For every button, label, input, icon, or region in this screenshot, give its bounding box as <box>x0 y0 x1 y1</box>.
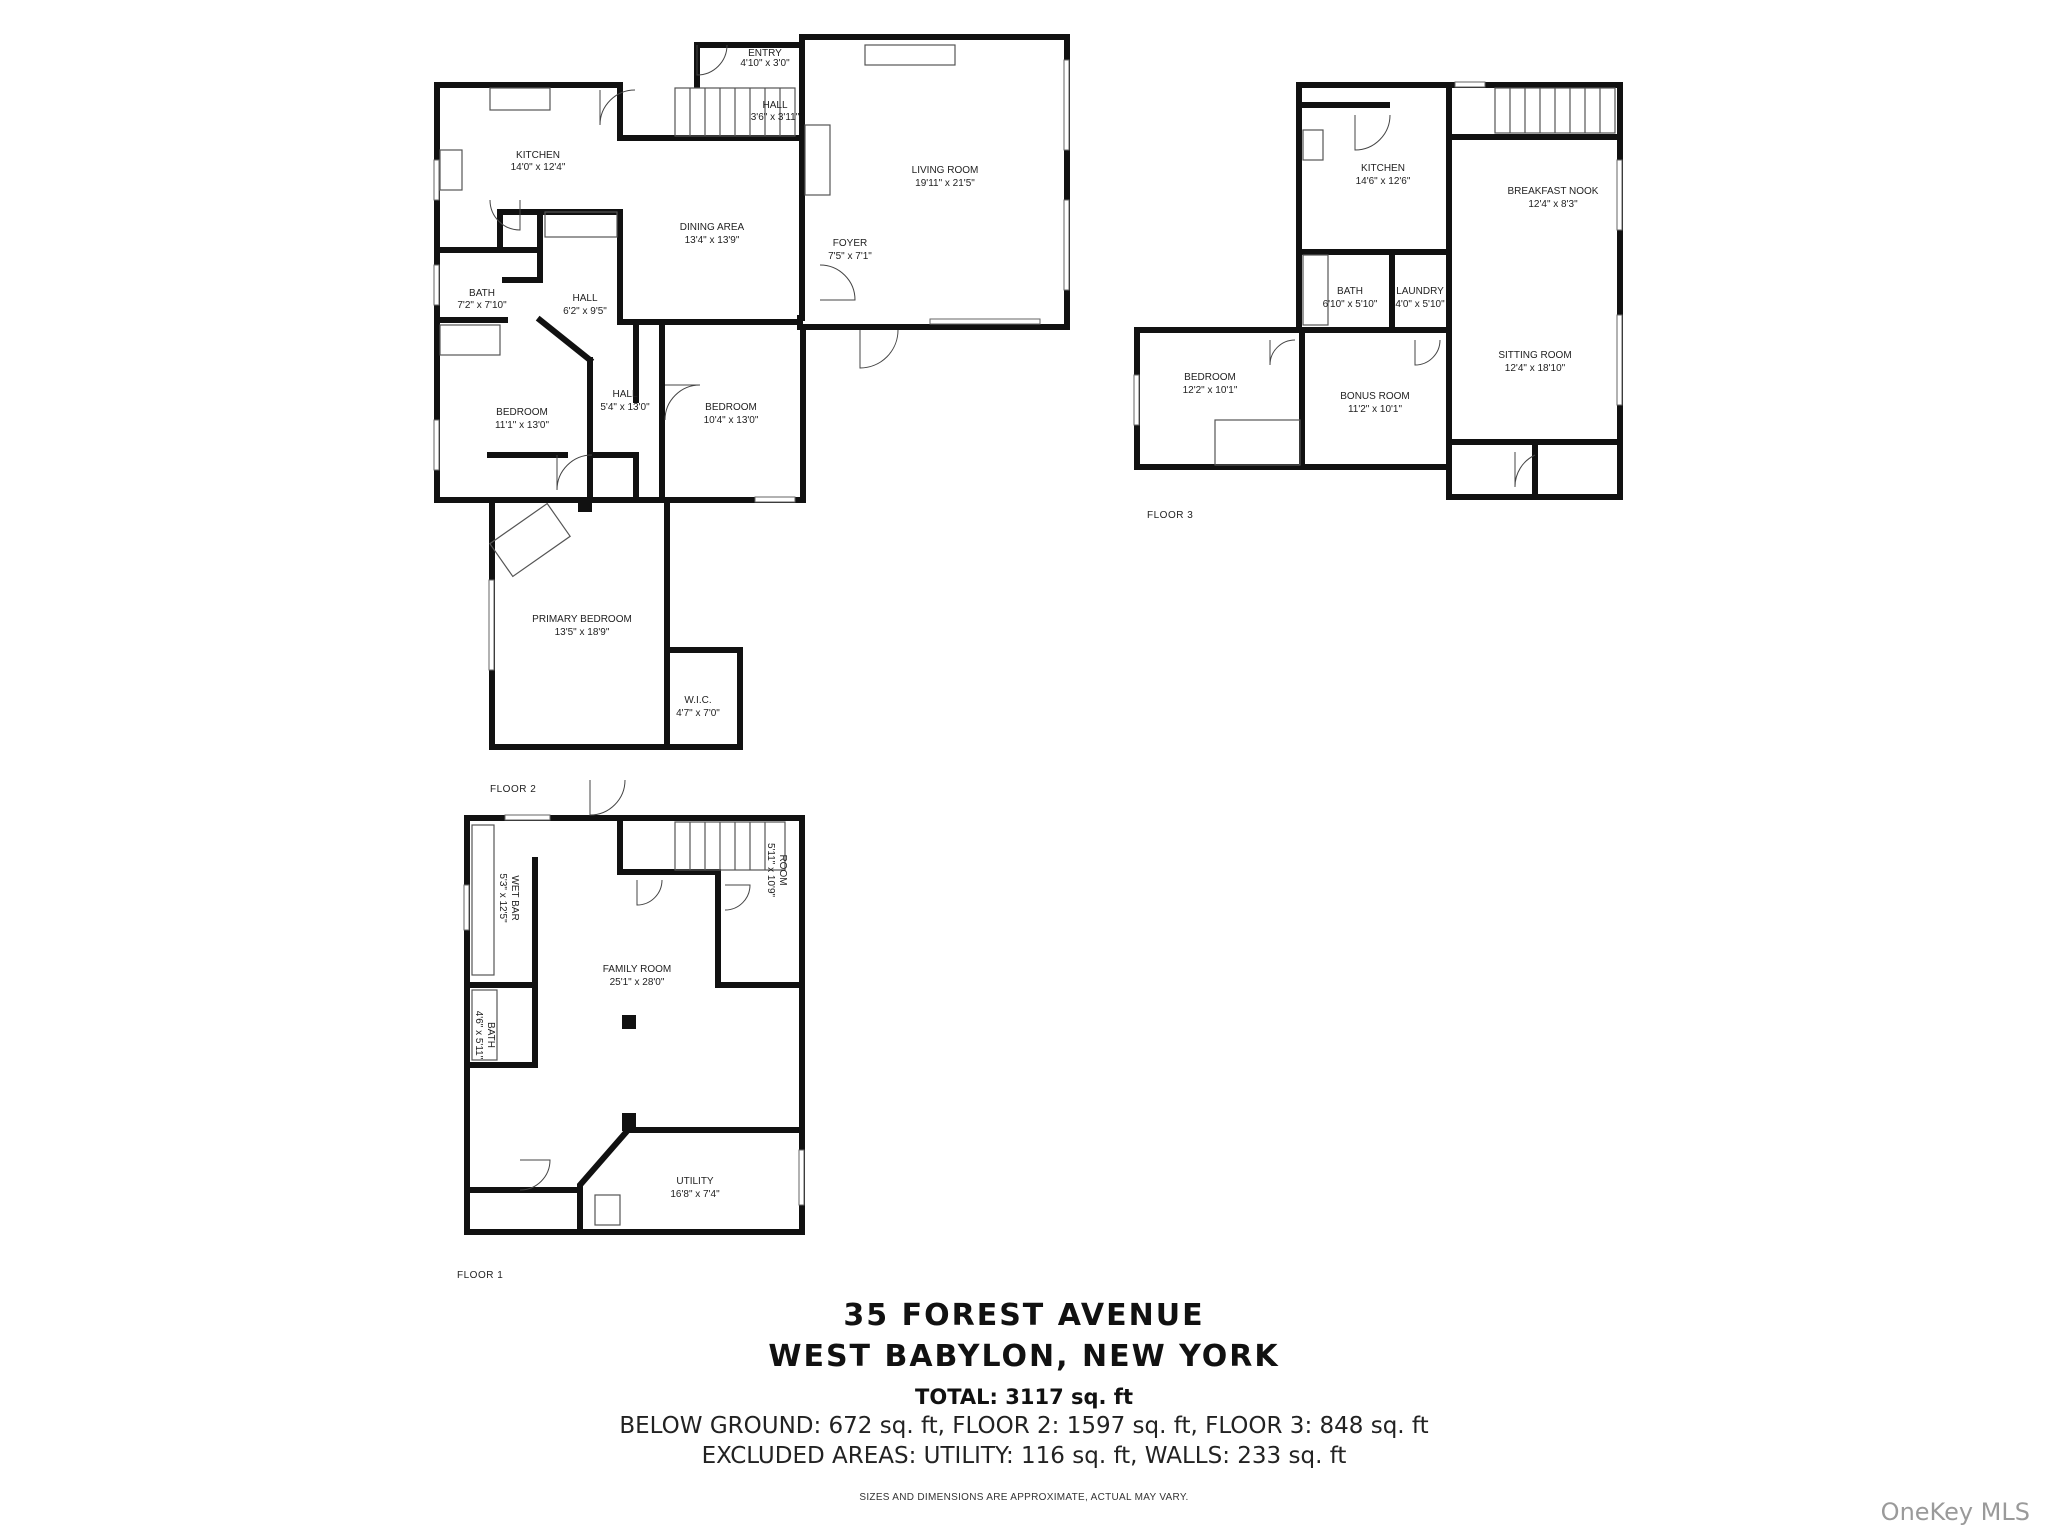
wet-bar-counter <box>471 824 495 976</box>
room-label-bedroom-2: BEDROOM <box>705 402 757 413</box>
room-label-dining-area: DINING AREA <box>680 222 745 233</box>
address-line-1: 35 FOREST AVENUE <box>843 1298 1205 1333</box>
floor-label-3: FLOOR 3 <box>1147 510 1193 521</box>
bed <box>489 502 571 578</box>
room-label-kitchen: KITCHEN <box>516 150 560 161</box>
kitchen-island <box>544 211 618 238</box>
room-label-room: ROOM <box>777 854 788 885</box>
room-dim-room: 5'11" x 10'9" <box>765 843 776 898</box>
stove-f3 <box>1302 129 1324 161</box>
room-label-hall: HALL <box>762 100 787 111</box>
room-dim-laundry: 4'0" x 5'10" <box>1395 299 1445 310</box>
walls <box>434 34 1623 1235</box>
kitchen-sink <box>439 149 463 191</box>
room-dim-family-room: 25'1" x 28'0" <box>610 977 665 988</box>
address-line-2: WEST BABYLON, NEW YORK <box>768 1339 1280 1374</box>
room-label-wet-bar: WET BAR <box>509 875 520 920</box>
floor-areas: BELOW GROUND: 672 sq. ft, FLOOR 2: 1597 … <box>619 1413 1429 1439</box>
room-label-wic: W.I.C. <box>684 695 711 706</box>
room-label-breakfast-nook: BREAKFAST NOOK <box>1508 186 1599 197</box>
disclaimer: SIZES AND DIMENSIONS ARE APPROXIMATE, AC… <box>859 1492 1189 1503</box>
room-label-bath-f3: BATH <box>1337 286 1363 297</box>
floor-label-2: FLOOR 2 <box>490 784 536 795</box>
utility-fixture <box>594 1194 621 1226</box>
room-dim-wic: 4'7" x 7'0" <box>676 708 720 719</box>
room-dim-bath-f1: 4'6" x 5'11" <box>473 1011 484 1060</box>
total-area: TOTAL: 3117 sq. ft <box>915 1385 1133 1409</box>
room-dim-bedroom-f3: 12'2" x 10'1" <box>1183 385 1238 396</box>
room-dim-bath: 7'2" x 7'10" <box>457 300 507 311</box>
room-label-hall-3: HALL <box>612 389 637 400</box>
door-swings <box>489 44 1536 1191</box>
room-dim-living-room: 19'11" x 21'5" <box>915 178 975 189</box>
floor-plan-drawing: ENTRY 4'10" x 3'0" HALL 3'6" x 3'11" KIT… <box>433 34 1623 1281</box>
floor2-stairs <box>674 87 796 137</box>
room-label-bath-f1: BATH <box>485 1022 496 1048</box>
room-label-hall-2: HALL <box>572 293 597 304</box>
floor3-stairs <box>1494 87 1616 134</box>
room-dim-bonus-room: 11'2" x 10'1" <box>1348 404 1403 415</box>
room-dim-kitchen: 14'0" x 12'4" <box>511 162 566 173</box>
room-dim-hall: 3'6" x 3'11" <box>751 112 800 123</box>
fireplace <box>804 124 831 196</box>
floor-label-1: FLOOR 1 <box>457 1270 503 1281</box>
mls-watermark: OneKey MLS <box>1880 1498 2030 1526</box>
living-room-feature <box>864 44 956 66</box>
room-label-sitting-room: SITTING ROOM <box>1498 350 1571 361</box>
fixtures <box>439 44 1616 1226</box>
room-label-bedroom: BEDROOM <box>496 407 548 418</box>
room-dim-utility: 16'8" x 7'4" <box>670 1189 720 1200</box>
room-label-primary-bedroom: PRIMARY BEDROOM <box>532 614 632 625</box>
room-dim-sitting-room: 12'4" x 18'10" <box>1505 363 1566 374</box>
windows <box>433 59 1623 1206</box>
room-dim-foyer: 7'5" x 7'1" <box>828 251 872 262</box>
floor1-walls <box>464 815 805 1235</box>
floor3-labels: KITCHEN 14'6" x 12'6" BREAKFAST NOOK 12'… <box>1147 163 1599 521</box>
room-label-bonus-room: BONUS ROOM <box>1340 391 1409 402</box>
stove <box>489 87 551 111</box>
room-label-laundry: LAUNDRY <box>1396 286 1444 297</box>
room-dim-primary-bedroom: 13'5" x 18'9" <box>555 627 610 638</box>
room-label-family-room: FAMILY ROOM <box>603 964 672 975</box>
room-label-living-room: LIVING ROOM <box>912 165 979 176</box>
room-dim-bedroom-2: 10'4" x 13'0" <box>704 415 759 426</box>
bathtub-f1 <box>471 989 498 1061</box>
closet-f3 <box>1214 419 1301 466</box>
room-dim-bedroom: 11'1" x 13'0" <box>495 420 550 431</box>
room-label-entry: ENTRY <box>748 48 782 59</box>
floor1-labels: WET BAR 5'3" x 12'5" ROOM 5'11" x 10'9" … <box>457 843 788 1281</box>
columns <box>578 498 636 1131</box>
floor3-walls <box>1134 82 1623 500</box>
room-dim-bath-f3: 6'10" x 5'10" <box>1323 299 1378 310</box>
room-dim-hall-2: 6'2" x 9'5" <box>563 306 607 317</box>
floor2-labels: ENTRY 4'10" x 3'0" HALL 3'6" x 3'11" KIT… <box>457 48 978 795</box>
room-dim-hall-3: 5'4" x 13'0" <box>600 402 650 413</box>
room-dim-kitchen-f3: 14'6" x 12'6" <box>1356 176 1411 187</box>
floor2-walls <box>434 34 1070 750</box>
room-label-bedroom-f3: BEDROOM <box>1184 372 1236 383</box>
bathtub <box>439 324 501 356</box>
room-label-utility: UTILITY <box>676 1176 714 1187</box>
bathtub-f3 <box>1302 254 1329 326</box>
room-dim-wet-bar: 5'3" x 12'5" <box>497 873 508 923</box>
room-dim-dining-area: 13'4" x 13'9" <box>685 235 740 246</box>
room-label-kitchen-f3: KITCHEN <box>1361 163 1405 174</box>
excluded-areas: EXCLUDED AREAS: UTILITY: 116 sq. ft, WAL… <box>701 1443 1347 1469</box>
floor1-stairs <box>674 821 786 871</box>
room-dim-breakfast-nook: 12'4" x 8'3" <box>1528 199 1578 210</box>
room-dim-entry: 4'10" x 3'0" <box>740 58 790 69</box>
room-label-foyer: FOYER <box>833 238 867 249</box>
room-label-bath: BATH <box>469 288 495 299</box>
